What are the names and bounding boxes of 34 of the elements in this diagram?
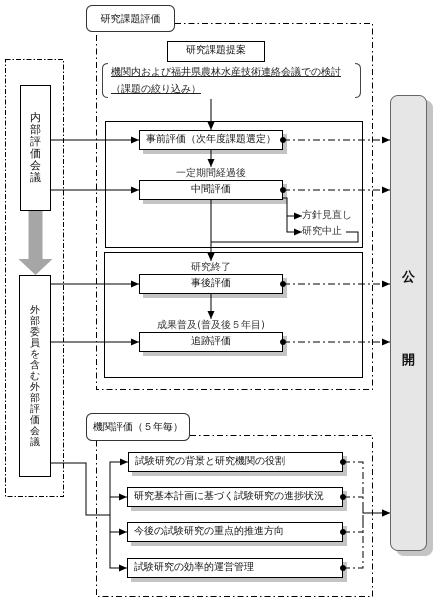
caption-text: 研究終了 bbox=[190, 261, 232, 274]
dash-dot-arrow bbox=[280, 280, 390, 288]
vertical-text-box: 内部評価会議 bbox=[20, 85, 51, 211]
process-box: 研究課題提案 bbox=[167, 41, 265, 62]
arrow bbox=[208, 232, 358, 262]
vertical-text-box: 外部委員を含む外部評価会議 bbox=[19, 275, 51, 477]
note-text: 機関内および福井県農林水産技術連絡会議での検討 bbox=[111, 66, 341, 80]
bracketed-note bbox=[101, 62, 362, 99]
arrow bbox=[50, 462, 128, 572]
group-frame bbox=[5, 59, 64, 497]
branch-label: 研究中止 bbox=[302, 225, 346, 239]
note-text: （課題の絞り込み） bbox=[111, 83, 201, 97]
title-tab: 機関評価（５年毎） bbox=[86, 413, 190, 441]
group-frame bbox=[86, 5, 373, 390]
arrow bbox=[208, 294, 214, 320]
arrow bbox=[282, 198, 302, 236]
dash-dot-arrow bbox=[280, 338, 390, 346]
group-frame bbox=[104, 252, 363, 378]
arrow bbox=[208, 150, 214, 168]
arrow bbox=[50, 186, 140, 194]
dash-dot-arrow bbox=[280, 186, 390, 194]
branch-label: 方針見直し bbox=[302, 209, 356, 223]
dash-dot-arrow bbox=[340, 510, 390, 571]
caption-text: 成果普及(普及後５年目) bbox=[156, 319, 266, 332]
block-arrow bbox=[18, 211, 52, 275]
caption-text: 一定期間経過後 bbox=[175, 167, 247, 180]
arrow bbox=[50, 280, 140, 288]
group-frame bbox=[86, 413, 373, 597]
arrow bbox=[50, 338, 140, 346]
arrow bbox=[50, 136, 140, 144]
arrow bbox=[208, 98, 214, 130]
title-tab: 研究課題評価 bbox=[86, 5, 175, 32]
group-frame bbox=[105, 121, 363, 248]
dash-dot-arrow bbox=[280, 136, 390, 144]
